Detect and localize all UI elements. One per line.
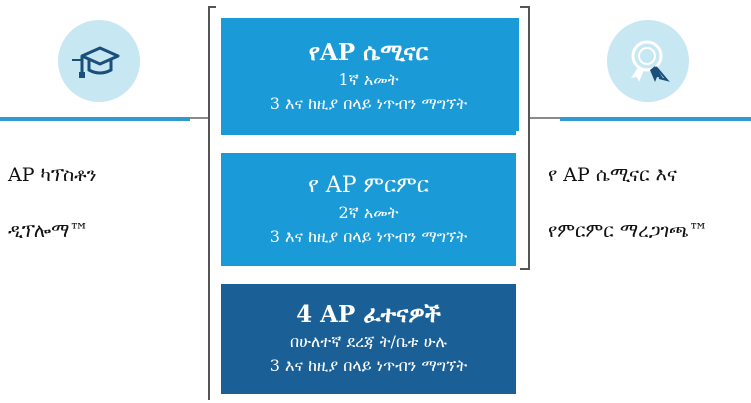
box-ap-exams-line2: 3 እና ከዚያ በላይ ነጥብን ማግኘት [269, 356, 468, 375]
box-ap-seminar: የAP ሴሚናር 1ኛ አመት 3 እና ከዚያ በላይ ነጥብን ማግኘት [221, 18, 516, 135]
right-bracket-bottom [520, 268, 530, 270]
right-label-line2: የምርምር ማረጋገጫ™ [548, 220, 708, 242]
left-bracket [208, 6, 210, 400]
right-connector [530, 117, 560, 119]
left-accent-line [0, 117, 190, 121]
box-ap-research: የ AP ምርምር 2ኛ አመት 3 እና ከዚያ በላይ ነጥብን ማግኘት [221, 153, 516, 266]
box-ap-exams-title: 4 AP ፈተናዎች [296, 301, 441, 328]
left-label-line2: ዲፕሎማ™ [8, 220, 89, 242]
award-ribbon-icon [631, 40, 670, 82]
box-ap-research-line1: 2ኛ አመት [338, 202, 399, 222]
box-ap-seminar-title: የAP ሴሚናር [308, 38, 429, 66]
right-label-line1: የ AP ሴሚናር እና [548, 164, 677, 186]
left-connector [190, 117, 208, 119]
box-ap-research-line2: 3 እና ከዚያ በላይ ነጥብን ማግኘት [269, 226, 468, 246]
box-ap-seminar-line1: 1ኛ አመት [338, 69, 399, 89]
graduation-cap-circle [58, 20, 140, 102]
right-bracket-top [520, 6, 530, 8]
right-label: የ AP ሴሚናር እና የምርምር ማረጋገጫ™ [548, 133, 708, 245]
box-ap-seminar-line2: 3 እና ከዚያ በላይ ነጥብን ማግኘት [269, 93, 468, 113]
award-circle [607, 20, 689, 102]
box-ap-research-title: የ AP ምርምር [308, 172, 429, 198]
left-label-line1: AP ካፕስቶን [8, 164, 97, 186]
left-label: AP ካፕስቶን ዲፕሎማ™ [8, 133, 97, 245]
left-bracket-top [208, 6, 216, 8]
right-bracket [528, 6, 530, 270]
right-accent-line [560, 117, 751, 121]
box-ap-exams: 4 AP ፈተናዎች በሁለተኛ ደረጃ ት/ቤቱ ሁሉ 3 እና ከዚያ በላ… [221, 284, 516, 394]
box-ap-exams-line1: በሁለተኛ ደረጃ ት/ቤቱ ሁሉ [290, 332, 447, 351]
graduation-cap-icon [72, 46, 120, 78]
